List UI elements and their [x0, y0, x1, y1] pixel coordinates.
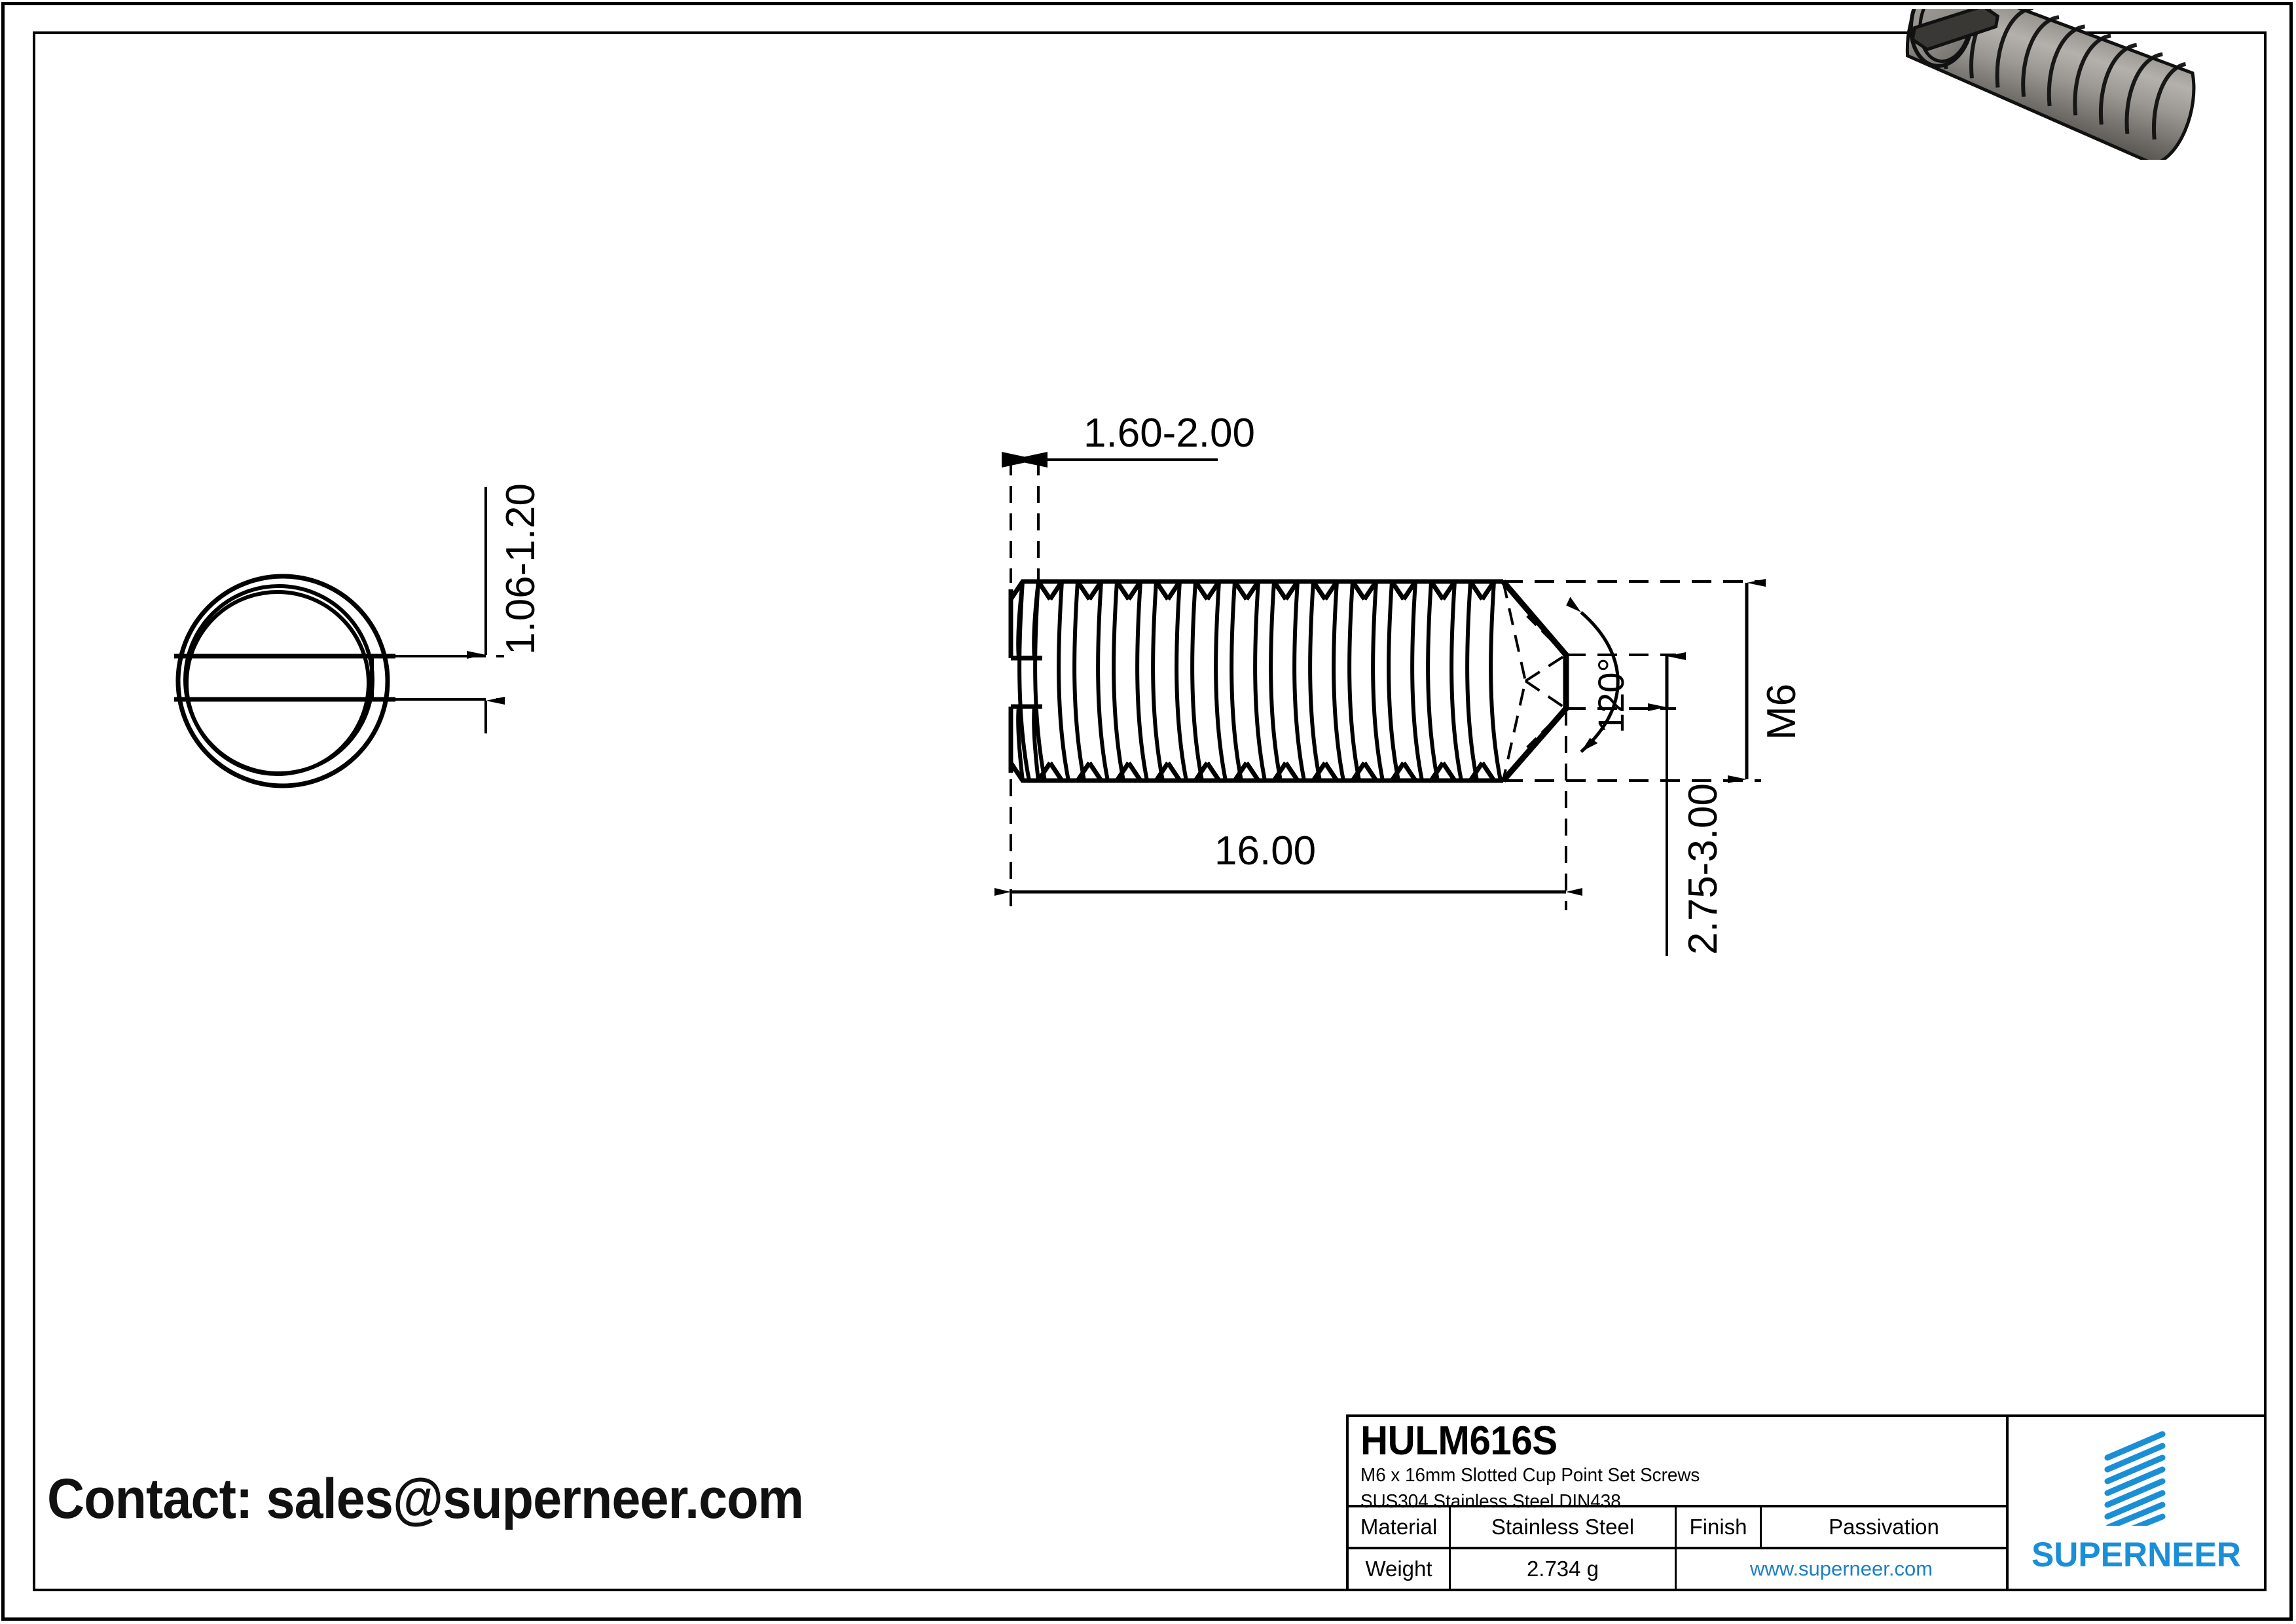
finish-value: Passivation — [1829, 1515, 1939, 1539]
thread-profile-bottom — [1009, 762, 1503, 783]
contact-text: Contact: sales@superneer.com — [47, 1467, 804, 1530]
website-link[interactable]: www.superneer.com — [1749, 1557, 1933, 1580]
thread-helix-lines — [1017, 581, 1503, 781]
description-line-2: SUS304 Stainless Steel DIN438 — [1360, 1490, 1621, 1512]
slot-width-extensions — [1010, 458, 1567, 910]
cup-angle-dimension — [1524, 597, 1620, 753]
material-label: Material — [1349, 1507, 1451, 1547]
brand-name: SUPERNEER — [2032, 1536, 2241, 1574]
thread-size-label: M6 — [1759, 683, 1804, 740]
thread-profile-top — [1009, 579, 1503, 600]
spec-row-weight: Weight 2.734 g www.superneer.com — [1349, 1549, 2006, 1589]
cup-angle-label: 120° — [1590, 657, 1631, 733]
slot-depth-dimension — [386, 487, 505, 733]
spec-row-material: Material Stainless Steel Finish Passivat… — [1349, 1507, 2006, 1549]
end-view — [174, 574, 395, 788]
slot-width-label: 1.60-2.00 — [1084, 411, 1255, 456]
slot-region-lines — [1016, 581, 1040, 781]
weight-value: 2.734 g — [1451, 1549, 1677, 1589]
slot-depth-label: 1.06-1.20 — [498, 483, 543, 655]
title-block-header: HULM616S M6 x 16mm Slotted Cup Point Set… — [1349, 1417, 2006, 1512]
length-label: 16.00 — [1214, 828, 1317, 874]
spec-table: Material Stainless Steel Finish Passivat… — [1349, 1507, 2006, 1589]
brand-logo: SUPERNEER — [2009, 1417, 2264, 1589]
title-block-left: HULM616S M6 x 16mm Slotted Cup Point Set… — [1349, 1417, 2009, 1589]
description-line-1: M6 x 16mm Slotted Cup Point Set Screws — [1360, 1465, 1700, 1486]
superneer-logo-icon — [2104, 1431, 2166, 1526]
iso-render — [1905, 9, 2196, 160]
part-number: HULM616S — [1360, 1418, 1558, 1464]
title-block: HULM616S M6 x 16mm Slotted Cup Point Set… — [1346, 1414, 2267, 1591]
sheet-inner-frame — [33, 31, 2267, 1591]
finish-label: Finish — [1677, 1507, 1762, 1547]
cup-point — [1501, 580, 1569, 783]
cup-diameter-label: 2.75-3.00 — [1681, 783, 1726, 955]
slot-width-dimension — [1002, 452, 1218, 468]
weight-label: Weight — [1349, 1549, 1451, 1589]
material-value: Stainless Steel — [1451, 1507, 1677, 1547]
